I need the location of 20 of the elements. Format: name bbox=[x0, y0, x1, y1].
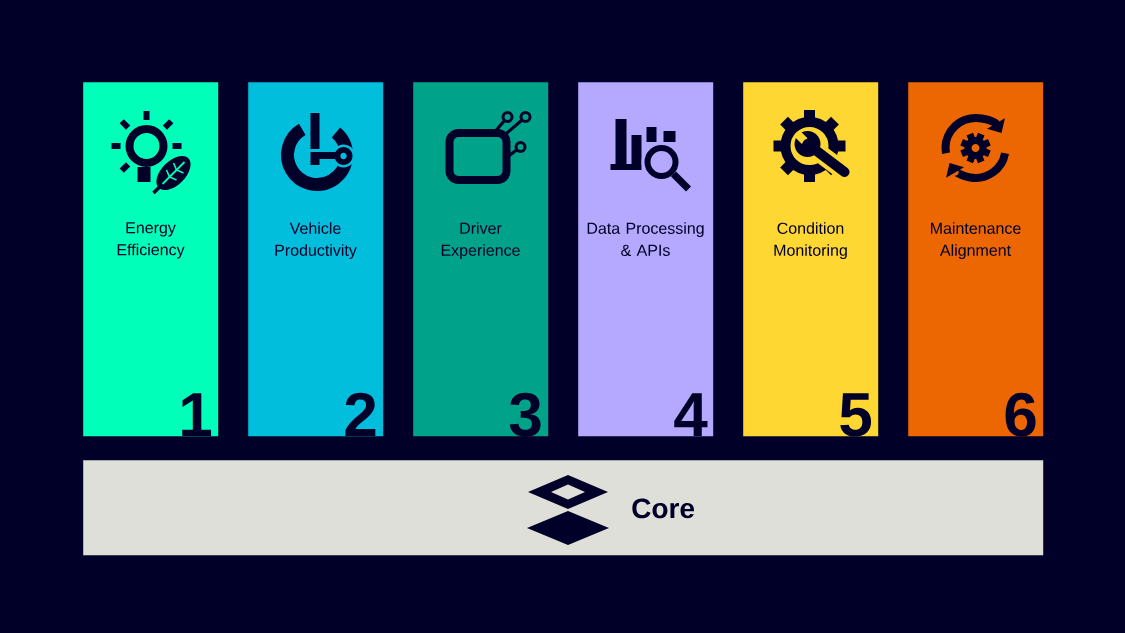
column-box bbox=[83, 82, 219, 437]
column-box bbox=[908, 82, 1044, 437]
column-number: 2 bbox=[345, 392, 376, 436]
column-number: 3 bbox=[509, 392, 541, 437]
column-box bbox=[743, 82, 879, 437]
column-number: 4 bbox=[674, 393, 708, 436]
column-title: Energy Efficiency bbox=[117, 222, 185, 259]
column-box bbox=[413, 82, 549, 437]
column-title: Maintenance Alignment bbox=[931, 222, 1021, 260]
column-title: Driver Experience bbox=[441, 222, 520, 260]
column-title: Condition Monitoring bbox=[774, 222, 847, 260]
column-number: 1 bbox=[182, 393, 212, 436]
band-title: Core bbox=[632, 498, 695, 519]
core-band bbox=[83, 460, 1044, 556]
column-box bbox=[248, 82, 384, 437]
column-number: 6 bbox=[1005, 392, 1036, 437]
column-box bbox=[578, 82, 714, 437]
column-title: Data Processing & APIs bbox=[587, 222, 704, 256]
column-number: 5 bbox=[840, 393, 872, 437]
column-title: Vehicle Productivity bbox=[275, 222, 357, 260]
